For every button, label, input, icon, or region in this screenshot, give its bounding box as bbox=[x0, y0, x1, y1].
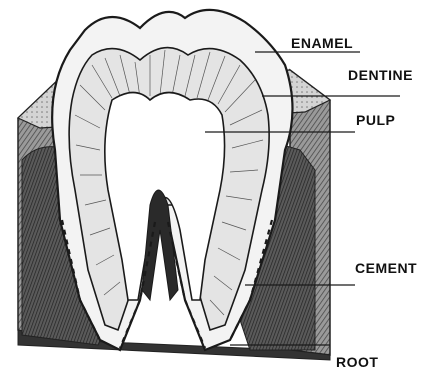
label-dentine: DENTINE bbox=[348, 67, 413, 83]
label-root: ROOT bbox=[336, 354, 378, 370]
label-enamel: ENAMEL bbox=[291, 35, 353, 51]
label-pulp: PULP bbox=[356, 112, 395, 128]
label-cement: CEMENT bbox=[355, 260, 417, 276]
